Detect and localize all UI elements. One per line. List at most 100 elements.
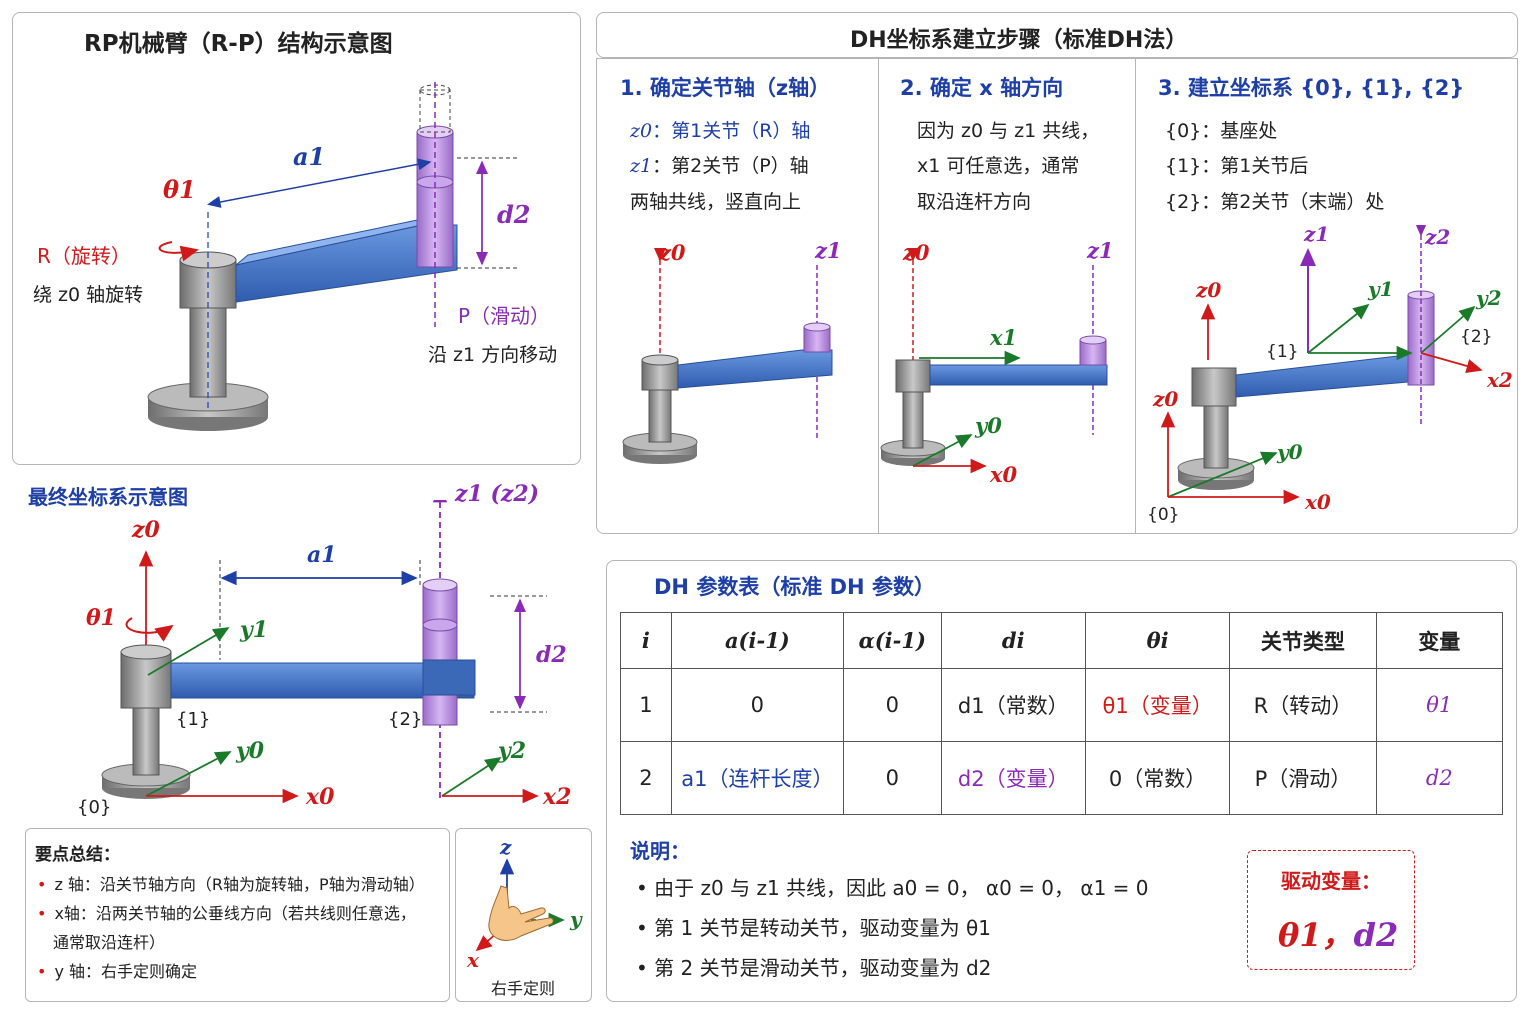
- dh-table-title: DH 参数表（标准 DH 参数）: [654, 575, 935, 599]
- step3-z0: z0: [1196, 278, 1222, 302]
- step3-frame0: {0}: [1147, 505, 1180, 525]
- step3-frame2: {2}: [1460, 327, 1493, 347]
- step1-title: 1. 确定关节轴（z轴）: [620, 76, 831, 100]
- step1-line3: 两轴共线，竖直向上: [630, 191, 802, 213]
- header-a: a(i-1): [670, 612, 844, 669]
- step2-z0: z0: [903, 240, 930, 265]
- hand-z: z: [500, 835, 512, 859]
- summary-item-z: •z 轴：沿关节轴方向（R轴为旋转轴，P轴为滑动轴）: [37, 875, 425, 894]
- step3-x2: x2: [1487, 368, 1513, 392]
- step3-line2: {1}：第1关节后: [1165, 155, 1309, 177]
- hand-x: x: [467, 948, 479, 972]
- step3-frame1: {1}: [1266, 342, 1299, 362]
- table-row: 2 a1（连杆长度） 0 d2（变量） 0（常数） P（滑动） d2: [620, 741, 1504, 815]
- revolute-desc: 绕 z0 轴旋转: [33, 284, 144, 306]
- cell: 0（常数）: [1084, 741, 1231, 815]
- header-alpha: α(i-1): [842, 612, 942, 669]
- cell: 2: [620, 741, 672, 815]
- note-item-3: • 第 2 关节是滑动关节，驱动变量为 d2: [636, 956, 992, 980]
- structure-panel: [12, 12, 581, 465]
- step2-y0: y0: [975, 413, 1002, 438]
- final-y0: y0: [236, 738, 265, 764]
- table-header-row: i a(i-1) α(i-1) di θi 关节类型 变量: [620, 612, 1504, 669]
- step1-z0: z0: [659, 240, 686, 265]
- final-d2: d2: [536, 642, 567, 668]
- cell: θ1: [1375, 668, 1504, 742]
- theta1-label: θ1: [163, 175, 196, 204]
- summary-item-x-cont: 通常取沿连杆）: [53, 933, 166, 952]
- header-theta: θi: [1084, 612, 1231, 669]
- step2-title: 2. 确定 x 轴方向: [900, 76, 1064, 100]
- cell: d2: [1375, 741, 1504, 815]
- final-z0: z0: [132, 517, 160, 543]
- step1-line1: z0：第1关节（R）轴: [630, 120, 811, 142]
- cell: R（转动）: [1229, 668, 1377, 742]
- cell: 0: [842, 668, 942, 742]
- step3-figure: [1160, 225, 1483, 505]
- final-theta1: θ1: [86, 605, 116, 631]
- final-z1z2: z1 (z2): [455, 481, 540, 507]
- header-joint-type: 关节类型: [1229, 612, 1377, 669]
- step1-line2: z1：第2关节（P）轴: [630, 155, 809, 177]
- step3-line3: {2}：第2关节（末端）处: [1165, 191, 1385, 213]
- final-frame1: {1}: [176, 709, 211, 730]
- structure-title: RP机械臂（R-P）结构示意图: [84, 31, 393, 57]
- table-row: 1 0 0 d1（常数） θ1（变量） R（转动） θ1: [620, 668, 1504, 742]
- header-d: di: [940, 612, 1086, 669]
- step3-x0: x0: [1305, 490, 1331, 514]
- step2-line1: 因为 z0 与 z1 共线，: [917, 120, 1100, 142]
- a1-label: a1: [293, 142, 326, 171]
- step3-y1: y1: [1368, 277, 1394, 301]
- step3-y0: y0: [1277, 440, 1303, 464]
- step1-z1: z1: [815, 238, 842, 263]
- step3-panel: [1135, 58, 1518, 534]
- hand-caption: 右手定则: [491, 979, 556, 998]
- cell: θ1（变量）: [1084, 668, 1231, 742]
- step2-x1: x1: [990, 325, 1018, 350]
- cell: d2（变量）: [940, 741, 1086, 815]
- notes-title: 说明：: [630, 839, 690, 863]
- summary-item-y: •y 轴：右手定则确定: [37, 962, 197, 981]
- header-i: i: [620, 612, 672, 669]
- step3-title: 3. 建立坐标系 {0}, {1}, {2}: [1158, 76, 1465, 100]
- step2-line2: x1 可任意选，通常: [917, 155, 1080, 177]
- dh-steps-header: [596, 12, 1518, 58]
- step3-y2: y2: [1476, 286, 1502, 310]
- summary-title: 要点总结：: [35, 845, 120, 865]
- cell: d1（常数）: [940, 668, 1086, 742]
- note-item-1: • 由于 z0 与 z1 共线，因此 a0 = 0， α0 = 0， α1 = …: [636, 876, 1149, 900]
- drive-variable-title: 驱动变量：: [1281, 869, 1381, 893]
- step3-z1: z1: [1304, 222, 1330, 246]
- cell: P（滑动）: [1229, 741, 1377, 815]
- step3-z2: z2: [1425, 225, 1451, 249]
- right-hand-icon: [475, 858, 565, 952]
- step2-figure: [880, 248, 1108, 474]
- revolute-label: R（旋转）: [37, 244, 131, 268]
- cell: 1: [620, 668, 672, 742]
- summary-panel: [25, 828, 450, 1002]
- cell: 0: [670, 668, 844, 742]
- d2-label: d2: [497, 200, 531, 229]
- cell: 0: [842, 741, 942, 815]
- step1-figure: [622, 248, 833, 464]
- final-title: 最终坐标系示意图: [28, 485, 188, 509]
- final-frame2: {2}: [388, 709, 423, 730]
- prismatic-label: P（滑动）: [458, 304, 551, 328]
- note-item-2: • 第 1 关节是转动关节，驱动变量为 θ1: [636, 916, 991, 940]
- header-variable: 变量: [1375, 612, 1504, 669]
- step3-z0-base: z0: [1153, 387, 1179, 411]
- final-x0: x0: [306, 784, 335, 810]
- final-frame0: {0}: [77, 797, 112, 818]
- final-y2: y2: [498, 738, 527, 764]
- final-figure: [101, 500, 547, 804]
- step2-x0: x0: [990, 462, 1018, 487]
- hand-y: y: [570, 907, 582, 931]
- final-y1: y1: [240, 617, 269, 643]
- rp-arm-figure: [147, 82, 517, 431]
- summary-item-x: •x轴：沿两关节轴的公垂线方向（若共线则任意选，: [37, 904, 416, 923]
- cell: a1（连杆长度）: [670, 741, 844, 815]
- dh-steps-title: DH坐标系建立步骤（标准DH法）: [850, 28, 1188, 53]
- prismatic-desc: 沿 z1 方向移动: [428, 344, 558, 366]
- step3-line1: {0}：基座处: [1165, 120, 1278, 142]
- drive-variable-values: θ1，d2: [1278, 916, 1399, 954]
